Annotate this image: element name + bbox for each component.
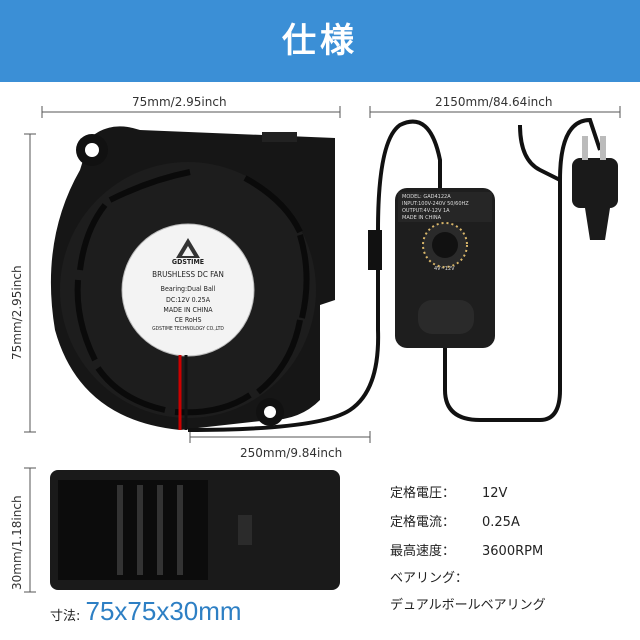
adapter-label: MODEL: GAD4122A INPUT:100V-240V 50/60HZ … <box>402 194 492 222</box>
spec-current: 定格電流： 0.25A <box>390 511 520 530</box>
blower-fan-side <box>50 470 340 590</box>
spec-voltage: 定格電圧： 12V <box>390 482 507 501</box>
fan-label: GDSTIME BRUSHLESS DC FAN Bearing:Dual Ba… <box>128 258 248 332</box>
spec-current-value: 0.25A <box>482 515 520 530</box>
spec-speed-value: 3600RPM <box>482 544 544 559</box>
dim-fan-width: 75mm/2.95inch <box>132 95 227 109</box>
spec-speed: 最高速度： 3600RPM <box>390 540 543 559</box>
size-value: 75x75x30mm <box>85 596 242 626</box>
fan-bearing: Bearing:Dual Ball <box>160 285 216 293</box>
spec-voltage-value: 12V <box>482 486 508 501</box>
fan-origin: MADE IN CHINA <box>163 306 213 314</box>
spec-bearing-type: デュアルボールベアリング <box>390 594 546 613</box>
dim-fan-thickness: 30mm/1.18inch <box>10 495 24 590</box>
dimension-lines <box>24 106 621 593</box>
ac-plug <box>572 136 618 240</box>
power-adapter <box>368 188 495 348</box>
spec-bearing: ベアリング： <box>390 567 468 586</box>
blower-fan-front <box>50 126 336 430</box>
fan-cert: CE RoHS <box>174 316 202 324</box>
fan-rating: DC:12V 0.25A <box>165 296 210 304</box>
spec-bearing-label: ベアリング： <box>390 571 469 586</box>
fan-type: BRUSHLESS DC FAN <box>152 270 224 279</box>
spec-speed-label: 最高速度： <box>390 544 456 559</box>
adapter-range: 4V~12V <box>434 266 455 272</box>
fan-company: GDSTIME TECHNOLOGY CO.,LTD <box>152 326 224 332</box>
size-label: 寸法: <box>50 609 81 624</box>
spec-bearing-type-value: デュアルボールベアリング <box>390 598 546 613</box>
spec-current-label: 定格電流： <box>390 515 456 530</box>
dim-fan-cable-length: 250mm/9.84inch <box>240 446 343 460</box>
header-banner <box>0 0 640 82</box>
adapter-model: MODEL: GAD4122A <box>402 194 451 200</box>
fan-brand: GDSTIME <box>171 258 205 266</box>
adapter-output: OUTPUT:4V-12V 1A <box>402 208 450 214</box>
page-title: 仕様 <box>282 21 358 61</box>
dim-fan-height: 75mm/2.95inch <box>10 265 24 360</box>
adapter-origin: MADE IN CHINA <box>402 215 442 221</box>
adapter-input: INPUT:100V-240V 50/60HZ <box>402 201 469 207</box>
size-line: 寸法: 75x75x30mm <box>50 596 242 627</box>
spec-voltage-label: 定格電圧： <box>390 486 456 501</box>
dim-cable-length: 2150mm/84.64inch <box>435 95 553 109</box>
